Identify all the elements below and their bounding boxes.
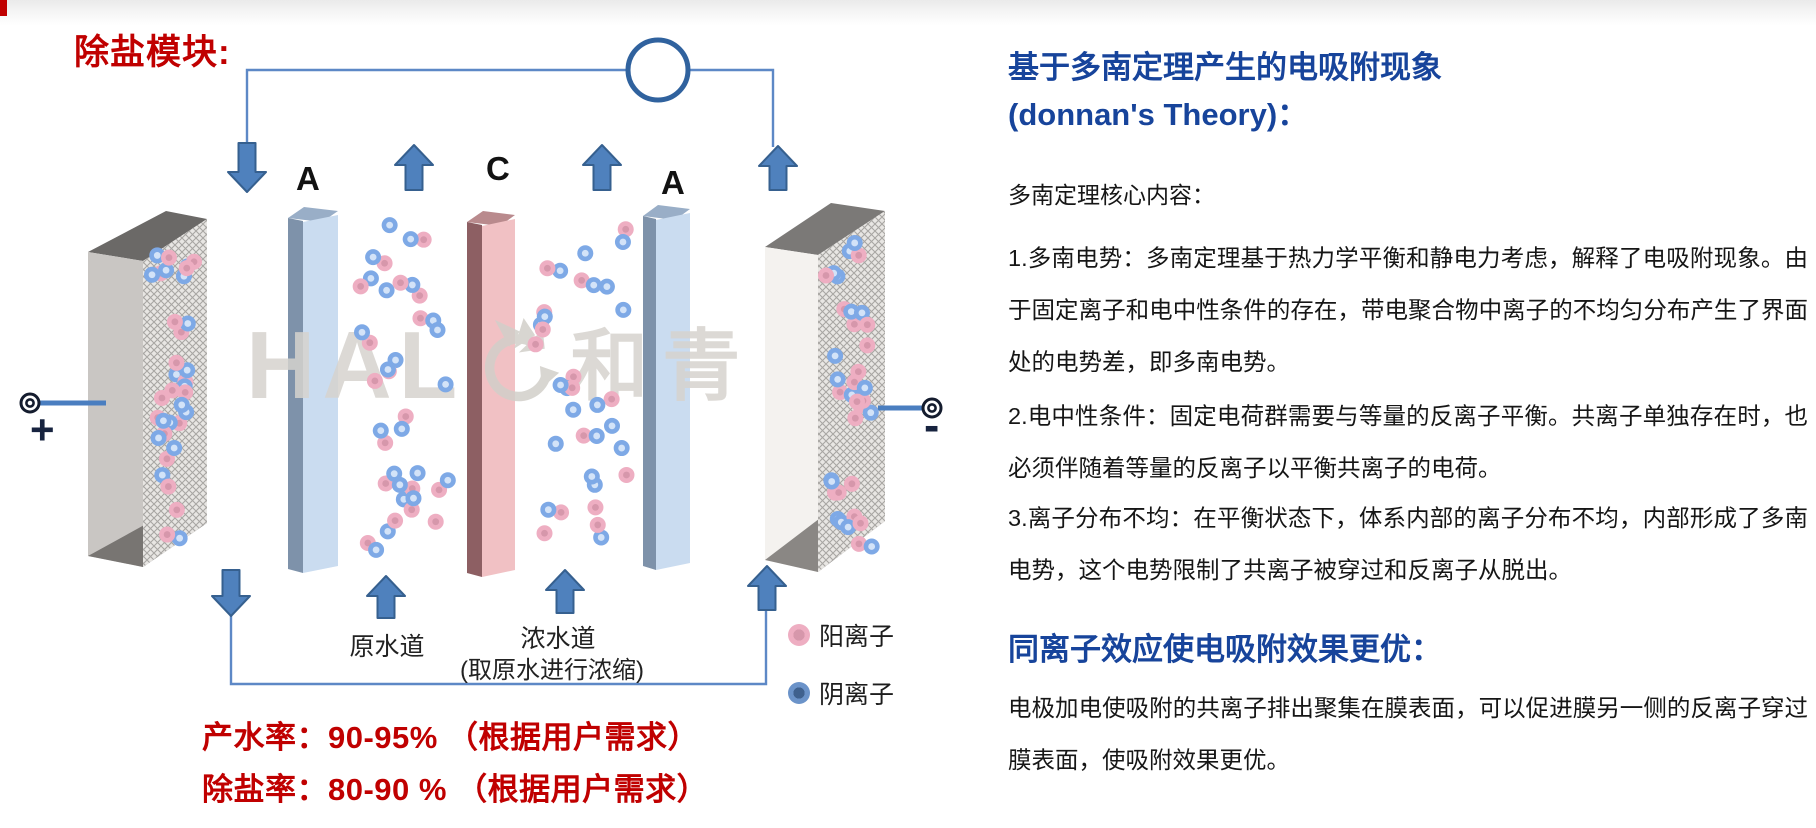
terminal-ring [19, 392, 41, 414]
flow-arrow-up [747, 565, 787, 611]
cation-dot-icon [788, 624, 810, 646]
left-electrode-porous-face [143, 219, 207, 567]
membrane-label-c: C [486, 150, 510, 187]
paragraph-ion-distribution: 3.离子分布不均：在平衡状态下，体系内部的离子分布不均，内部形成了多南电势，这个… [1008, 505, 1808, 583]
cation-membrane [467, 211, 515, 577]
membrane-face [303, 215, 338, 573]
ion-legend: 阳离子 阴离子 [788, 617, 894, 711]
right-electrode-porous-face [818, 211, 885, 572]
membrane-label-a1: A [296, 160, 320, 197]
water-yield-stat: 产水率：90-95% （根据用户需求） [202, 720, 699, 755]
concentrate-channel-note: (取原水进行浓缩) [460, 657, 644, 684]
cation-label: 阳离子 [819, 623, 895, 651]
paragraph-electroneutrality: 2.电中性条件：固定电荷群需要与等量的反离子平衡。共离子单独存在时，也必须伴随着… [1008, 403, 1808, 481]
power-source-circle [625, 37, 691, 103]
anion-label: 阴离子 [819, 681, 895, 709]
negative-terminal [878, 397, 943, 419]
raw-water-channel-label: 原水道 [349, 633, 425, 661]
membrane-face [482, 219, 515, 577]
membrane-face [656, 213, 690, 570]
anion-membrane-left [288, 207, 338, 573]
terminal-ring [921, 397, 943, 419]
top-gradient-band [0, 0, 1816, 26]
right-electrode-front-face [765, 247, 818, 572]
paragraph-coion-effect: 电极加电使吸附的共离子排出聚集在膜表面，可以促进膜另一侧的反离子穿过膜表面，使吸… [1008, 695, 1808, 773]
red-corner-mark [0, 0, 7, 16]
negative-sign: - [924, 399, 940, 451]
flow-arrow-up [394, 144, 434, 191]
right-electrode-top-face [765, 203, 885, 255]
anion-dot-icon [788, 682, 810, 704]
anion-membrane-right [643, 205, 690, 570]
legend-item-anion: 阴离子 [788, 675, 894, 711]
flow-arrow-up [758, 145, 798, 191]
membrane-edge [643, 216, 656, 570]
terminal-ring-inner [927, 403, 937, 413]
left-electrode-front-face [88, 252, 143, 567]
heading1-line2: (donnan's Theory)： [1008, 97, 1309, 132]
flow-arrow-up [582, 144, 622, 191]
flow-arrow-up [545, 569, 585, 614]
paragraph-donnan-potential: 1.多南电势：多南定理基于热力学平衡和静电力考虑，解释了电吸附现象。由于固定离子… [1008, 245, 1808, 375]
membrane-label-a2: A [661, 164, 685, 201]
membrane-edge [467, 222, 482, 577]
terminal-ring-inner [25, 398, 35, 408]
positive-terminal [19, 392, 106, 414]
left-electrode-top-face [88, 211, 207, 261]
circuit-wire-bottom [229, 611, 768, 686]
flow-arrows [211, 142, 798, 619]
flow-arrow-up [366, 575, 406, 619]
theory-text-panel: 基于多南定理产生的电吸附现象 (donnan's Theory)： 多南定理核心… [1008, 0, 1808, 828]
slide-section-title: 除盐模块: [74, 33, 231, 72]
flow-arrow-down [227, 142, 267, 193]
circuit-wire-top-left [245, 68, 628, 145]
flow-arrow-down [211, 569, 251, 617]
left-electrode [88, 211, 207, 567]
salt-removal-stat: 除盐率：80-90 % （根据用户需求） [202, 772, 709, 807]
concentrate-channel-label: 浓水道 [520, 625, 596, 653]
panel-subtitle: 多南定理核心内容： [1008, 182, 1215, 208]
right-electrode [765, 203, 885, 572]
membrane-edge [288, 218, 303, 573]
circuit-wire-top-right [688, 68, 775, 147]
heading1-line1: 基于多南定理产生的电吸附现象 [1008, 50, 1442, 85]
legend-item-cation: 阳离子 [788, 617, 894, 653]
positive-sign: + [30, 406, 55, 453]
panel-heading-1: 基于多南定理产生的电吸附现象 (donnan's Theory)： [1008, 44, 1442, 138]
panel-heading-2: 同离子效应使电吸附效果更优： [1008, 632, 1442, 667]
